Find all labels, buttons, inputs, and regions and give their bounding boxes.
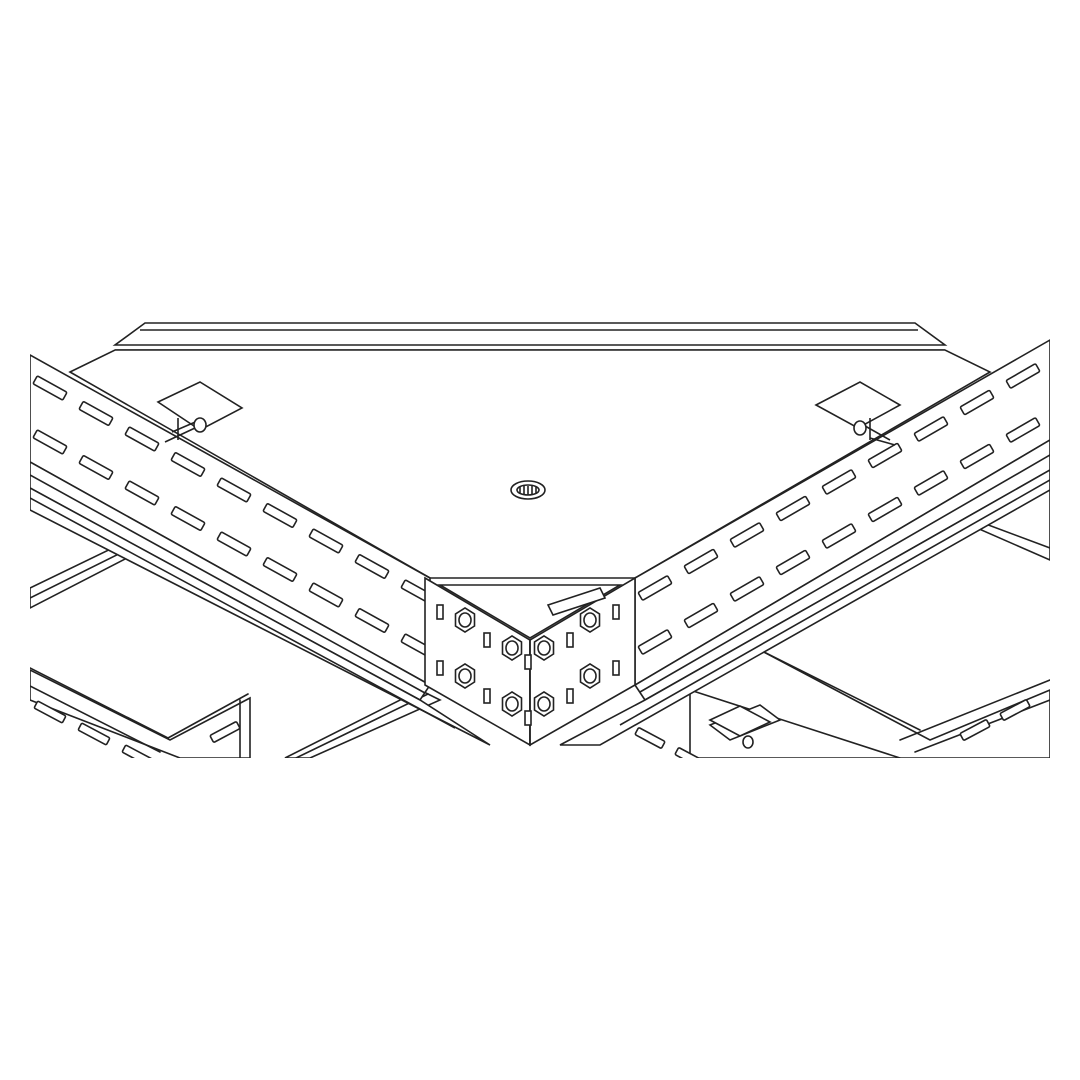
- wall-slot: [729, 522, 765, 548]
- rear-lid-flange: [112, 322, 948, 351]
- wall-slot: [216, 531, 252, 557]
- wall-slot: [209, 721, 241, 743]
- wall-slot: [170, 452, 206, 477]
- bracket-bolt: [533, 691, 555, 717]
- bracket-square-hole: [483, 688, 491, 704]
- lid-center-screw: [510, 480, 546, 500]
- wall-slot: [959, 719, 991, 741]
- wall-slot: [775, 495, 811, 522]
- wall-slot: [78, 455, 114, 480]
- lower-tray-slots: [33, 699, 1031, 758]
- wall-slot: [674, 747, 706, 758]
- bracket-bolt: [454, 663, 476, 689]
- wall-slot: [124, 480, 160, 506]
- wall-slot: [821, 469, 857, 495]
- wall-slot: [33, 700, 67, 724]
- wall-slot: [216, 477, 252, 503]
- wall-slot: [867, 496, 903, 523]
- wall-slot: [634, 727, 666, 749]
- wall-slot: [913, 416, 949, 442]
- bracket-square-hole: [612, 604, 620, 620]
- wall-slot: [77, 722, 111, 746]
- wall-slot: [32, 375, 68, 401]
- bracket-square-hole: [436, 660, 444, 676]
- bracket-bolt: [501, 691, 523, 717]
- hold-down-clip-right: [814, 381, 902, 446]
- bracket-bolt: [579, 663, 601, 689]
- bracket-bolt: [533, 635, 555, 661]
- wall-slot: [170, 506, 206, 531]
- wall-slot: [959, 389, 995, 416]
- bracket-square-hole: [612, 660, 620, 676]
- wall-slot: [354, 608, 390, 633]
- bracket-bolt: [579, 607, 601, 633]
- wall-slot: [262, 557, 298, 582]
- right-rail-skirt: [559, 469, 1050, 746]
- wall-slot: [729, 576, 765, 602]
- right-wall-slots: [637, 363, 1041, 655]
- bottom-center-rail: [284, 689, 442, 758]
- wall-slot: [867, 442, 903, 469]
- wall-slot: [959, 443, 995, 470]
- bracket-square-hole: [436, 604, 444, 620]
- wall-slot: [775, 549, 811, 576]
- left-rail-skirt: [30, 487, 491, 746]
- wall-slot: [913, 470, 949, 496]
- bracket-square-hole: [566, 632, 574, 648]
- wall-slot: [262, 503, 298, 528]
- bracket-square-hole: [566, 688, 574, 704]
- wall-slot: [999, 699, 1031, 721]
- wall-slot: [683, 602, 719, 629]
- bracket-square-hole: [524, 654, 532, 670]
- bracket-bolt-group: [436, 604, 620, 726]
- hold-down-clip-left: [156, 381, 244, 443]
- wall-slot: [121, 744, 155, 758]
- bracket-bolt: [501, 635, 523, 661]
- hold-down-clip-lower: [708, 705, 772, 749]
- wall-slot: [1005, 417, 1041, 443]
- bracket-square-hole: [483, 632, 491, 648]
- wall-slot: [78, 401, 114, 426]
- wall-slot: [354, 554, 390, 579]
- wall-slot: [124, 426, 160, 452]
- lower-left-tray: [30, 667, 251, 758]
- wall-slot: [1005, 363, 1041, 389]
- wall-slot: [821, 523, 857, 549]
- wall-slot: [308, 528, 344, 554]
- bracket-bolt: [454, 607, 476, 633]
- bracket-square-hole: [524, 710, 532, 726]
- wall-slot: [637, 575, 673, 601]
- wall-slot: [637, 629, 673, 655]
- wall-slot: [308, 582, 344, 608]
- wall-slot: [683, 548, 719, 575]
- wall-slot: [32, 429, 68, 455]
